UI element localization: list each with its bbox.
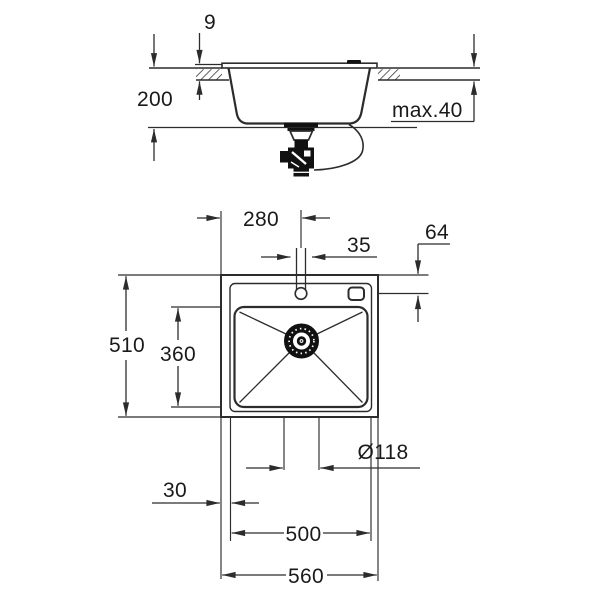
dim-edge-offset: 30 — [152, 479, 259, 507]
dim-label-rim-height: 9 — [204, 11, 216, 34]
dim-bowl-width: 500 — [231, 523, 370, 546]
dim-label-faucet-from-top: 64 — [425, 221, 449, 244]
dim-faucet-from-top: 64 — [414, 221, 450, 322]
dim-overall-width: 560 — [222, 565, 377, 588]
counter-hatch-right — [378, 69, 400, 80]
dim-label-faucet-hole: 35 — [347, 234, 371, 257]
dim-overall-depth: 510 — [109, 276, 145, 416]
sink-profile — [148, 60, 417, 129]
dim-label-drain-diameter: Ø118 — [357, 441, 408, 464]
dim-label-faucet-from-left: 280 — [243, 208, 279, 231]
side-view: 9 200 max.40 — [137, 11, 480, 177]
remote-knob-section — [347, 60, 361, 64]
sink-rim-section — [221, 62, 378, 69]
bowl-profile — [227, 67, 372, 125]
rim-inner-outline — [229, 282, 373, 413]
dim-drain-diameter: Ø118 — [246, 441, 420, 472]
drain-side-port — [280, 151, 288, 163]
dim-label-bowl-inner-depth: 360 — [160, 343, 196, 366]
dim-bowl-depth-side: 200 — [137, 34, 173, 161]
dim-label-bowl-depth-side: 200 — [137, 88, 173, 111]
dim-rim-height: 9 — [196, 11, 216, 100]
top-view: 280 35 64 510 360 30 — [109, 208, 450, 588]
faucet-hole — [294, 248, 308, 301]
dim-bowl-inner-depth: 360 — [160, 308, 196, 406]
dim-counter-thickness: max.40 — [391, 34, 478, 123]
dim-label-bowl-width: 500 — [286, 523, 322, 546]
overflow-hose — [313, 123, 364, 171]
dim-faucet-hole: 35 — [261, 234, 377, 261]
counter-hatch-left — [196, 69, 222, 80]
dim-label-edge-offset: 30 — [163, 479, 187, 502]
dim-label-counter-thickness: max.40 — [392, 99, 463, 122]
remote-control-hole — [347, 286, 365, 301]
dim-label-overall-depth: 510 — [109, 334, 145, 357]
bowl-outline — [233, 305, 369, 409]
countertop-section — [149, 67, 480, 81]
drain-strainer — [284, 323, 319, 359]
dim-faucet-from-left: 280 — [197, 208, 330, 231]
drain-assembly — [280, 122, 318, 177]
dim-label-overall-width: 560 — [288, 565, 324, 588]
bowl-drainage-grooves — [239, 311, 363, 403]
